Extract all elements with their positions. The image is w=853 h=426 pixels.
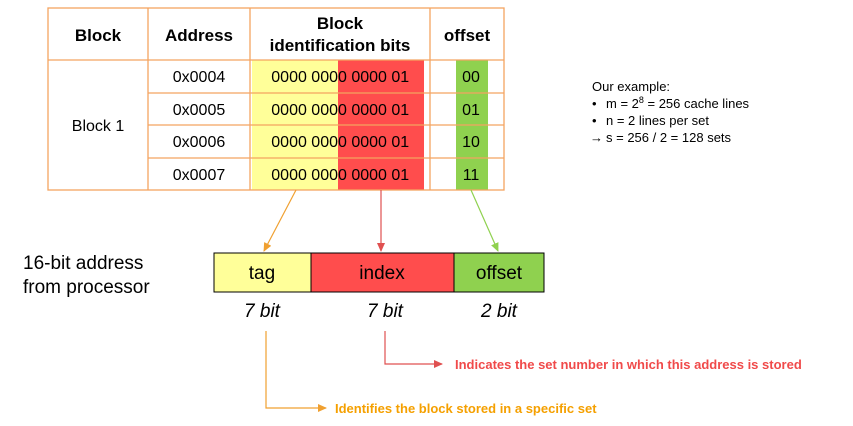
address-label-line2: from processor xyxy=(23,277,150,298)
tag-bits-cell: 0000 000 xyxy=(271,134,338,151)
header-block: Block xyxy=(75,26,122,45)
index-note: Indicates the set number in which this a… xyxy=(455,357,802,372)
index-bit-count: 7 bit xyxy=(367,301,404,322)
table-grid xyxy=(47,7,505,191)
table-row: 0x0004 0000 000 0 0000 01 00 xyxy=(173,69,480,86)
offset-bits-cell: 01 xyxy=(462,102,480,119)
offset-field-label: offset xyxy=(476,263,523,284)
tag-note-connector xyxy=(265,331,327,412)
example-note: Our example: • m = 28 = 256 cache lines … xyxy=(590,79,750,145)
offset-arrow xyxy=(470,189,499,252)
address-cell: 0x0006 xyxy=(173,134,226,151)
table-row: 0x0005 0000 000 0 0000 01 01 xyxy=(173,102,480,119)
example-m-suffix: = 256 cache lines xyxy=(644,96,750,111)
example-m-prefix: m = 2 xyxy=(606,96,639,111)
header-offset: offset xyxy=(444,26,491,45)
tag-field-box xyxy=(213,252,312,293)
example-arrow: → xyxy=(590,130,603,145)
table-row: 0x0007 0000 000 0 0000 01 11 xyxy=(173,167,480,184)
header-block-id-line2: identification bits xyxy=(270,36,411,55)
example-n-line: n = 2 lines per set xyxy=(606,113,709,128)
tag-bit-count: 7 bit xyxy=(244,301,281,322)
index-bits-cell: 0 0000 01 xyxy=(338,134,409,151)
header-address: Address xyxy=(165,26,233,45)
index-note-connector xyxy=(384,331,443,368)
example-m-exponent: 8 xyxy=(639,95,644,105)
index-field-box xyxy=(310,252,455,293)
offset-bits-cell: 11 xyxy=(463,167,480,184)
tag-bits-cell: 0000 000 xyxy=(271,102,338,119)
header-block-id-line1: Block xyxy=(317,14,364,33)
offset-bits-cell: 10 xyxy=(462,134,480,151)
offset-bits-cell: 00 xyxy=(462,69,480,86)
tag-bits-cell: 0000 000 xyxy=(271,69,338,86)
example-title: Our example: xyxy=(592,79,670,94)
address-fields: tag index offset 7 bit 7 bit 2 bit xyxy=(213,252,545,322)
address-label-line1: 16-bit address xyxy=(23,253,143,274)
tag-field-label: tag xyxy=(249,263,275,284)
index-bits-cell: 0 0000 01 xyxy=(338,102,409,119)
address-cell: 0x0004 xyxy=(173,69,226,86)
block-table: Block Address Block identification bits … xyxy=(47,7,505,191)
index-field-label: index xyxy=(359,263,405,284)
example-s-line: s = 256 / 2 = 128 sets xyxy=(606,130,732,145)
example-m-line: m = 28 = 256 cache lines xyxy=(606,95,750,111)
index-bits-cell: 0 0000 01 xyxy=(338,69,409,86)
address-cell: 0x0005 xyxy=(173,102,226,119)
table-row: 0x0006 0000 000 0 0000 01 10 xyxy=(173,134,480,151)
offset-bit-count: 2 bit xyxy=(480,301,518,322)
example-bullet-m: • xyxy=(592,96,597,111)
address-cell: 0x0007 xyxy=(173,167,226,184)
tag-note: Identifies the block stored in a specifi… xyxy=(335,401,597,416)
index-bits-cell: 0 0000 01 xyxy=(338,167,409,184)
example-bullet-n: • xyxy=(592,113,597,128)
tag-bits-cell: 0000 000 xyxy=(271,167,338,184)
tag-arrow xyxy=(263,189,297,252)
block-label: Block 1 xyxy=(72,118,125,135)
offset-field-box xyxy=(453,252,545,293)
